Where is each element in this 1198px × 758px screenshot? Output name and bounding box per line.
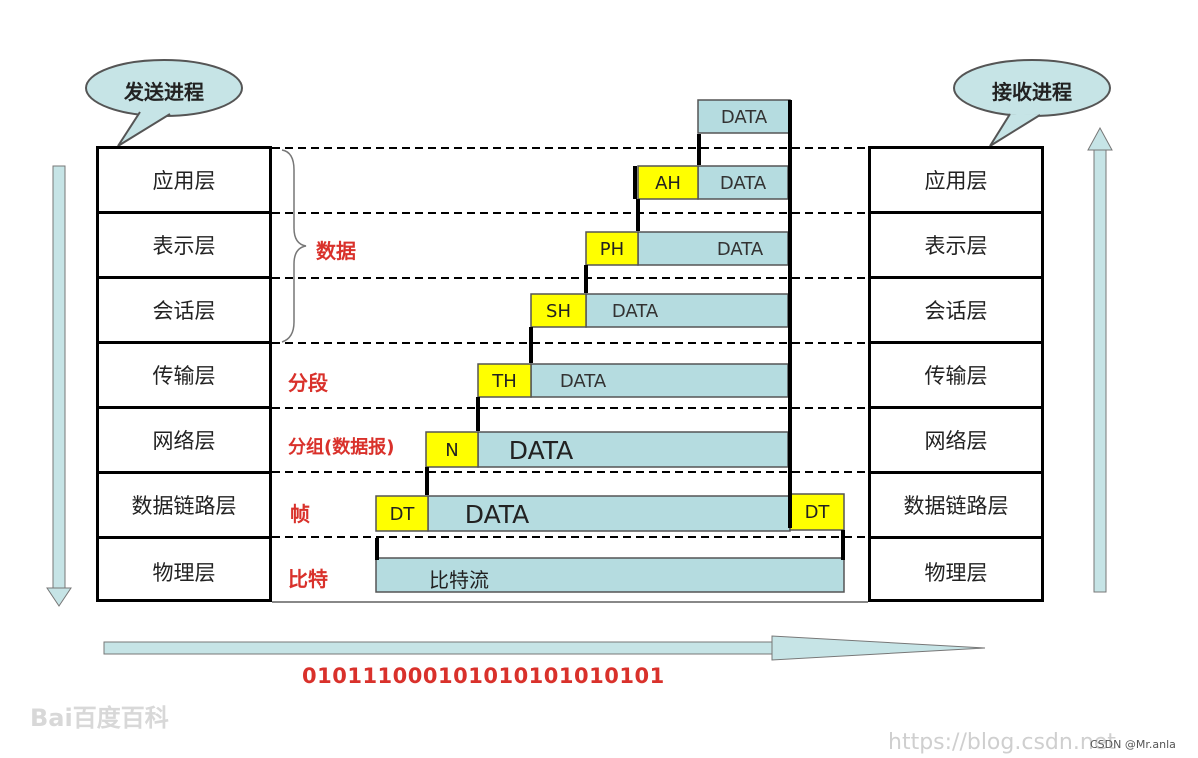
sender-title: 发送进程	[124, 80, 204, 104]
pdu-label-packet: 分组(数据报)	[288, 437, 395, 458]
step-connectors	[375, 100, 845, 560]
baidu-watermark: Bai百度百科	[30, 704, 169, 732]
dt-data-box	[427, 495, 791, 532]
th-header-box	[477, 363, 532, 398]
receiver-layer-presentation: 表示层	[871, 214, 1041, 279]
sender-layer-application: 应用层	[99, 149, 269, 214]
n-header-box	[425, 431, 479, 468]
dt-trailer-box	[789, 493, 845, 531]
ah-header-text: AH	[655, 173, 681, 194]
up-arrow-icon	[1087, 126, 1113, 593]
ah-data-text: DATA	[719, 173, 767, 194]
dt-trailer-text: DT	[804, 502, 830, 523]
pdu-label-data: 数据	[316, 239, 356, 263]
th-data-text: DATA	[559, 371, 607, 392]
receiver-layer-application: 应用层	[871, 149, 1041, 214]
receiver-layer-stack: 应用层 表示层 会话层 传输层 网络层 数据链路层 物理层	[868, 146, 1044, 602]
data-brace	[281, 149, 307, 343]
ah-data-box	[697, 165, 789, 200]
csdn-credit: CSDN @Mr.anla	[1090, 738, 1176, 751]
n-data-box	[477, 431, 789, 468]
pdu-label-frame: 帧	[290, 502, 310, 526]
sender-layer-presentation: 表示层	[99, 214, 269, 279]
receiver-layer-session: 会话层	[871, 279, 1041, 344]
layer-dashed-lines	[272, 147, 868, 603]
sender-layer-stack: 应用层 表示层 会话层 传输层 网络层 数据链路层 物理层	[96, 146, 272, 602]
sender-layer-network: 网络层	[99, 409, 269, 474]
receiver-title: 接收进程	[992, 80, 1072, 104]
receiver-layer-physical: 物理层	[924, 560, 988, 585]
bitstream-text: 比特流	[429, 568, 489, 592]
sender-layer-session: 会话层	[99, 279, 269, 344]
receiver-layer-transport: 传输层	[871, 344, 1041, 409]
app-data-text: DATA	[720, 107, 768, 128]
bitstream-box	[375, 557, 845, 593]
sh-header-box	[530, 293, 587, 328]
th-data-box	[530, 363, 789, 398]
receiver-layer-network: 网络层	[871, 409, 1041, 474]
sender-layer-transport: 传输层	[99, 344, 269, 409]
ph-header-text: PH	[599, 239, 625, 260]
pdu-label-bit: 比特	[288, 567, 328, 591]
dt-data-text: DATA	[464, 500, 530, 529]
ah-header-box	[637, 165, 699, 200]
dt-header-box	[375, 495, 429, 532]
bit-sequence: 010111000101010101010101	[302, 664, 665, 688]
receiver-layer-datalink: 数据链路层	[871, 474, 1041, 539]
sh-data-text: DATA	[611, 301, 659, 322]
n-data-text: DATA	[508, 436, 574, 465]
sender-layer-datalink: 数据链路层	[99, 474, 269, 539]
dt-header-text: DT	[389, 504, 415, 525]
pdu-label-segment: 分段	[288, 371, 328, 395]
url-watermark: https://blog.csdn.net	[888, 730, 1116, 755]
ph-data-text: DATA	[716, 239, 764, 260]
n-header-text: N	[445, 440, 459, 461]
th-header-text: TH	[492, 371, 517, 392]
app-data-box	[697, 99, 791, 134]
sender-layer-physical: 物理层	[152, 560, 216, 585]
right-arrow-icon	[103, 635, 986, 661]
receiver-bubble	[953, 59, 1111, 147]
ph-header-box	[585, 231, 639, 266]
down-arrow-icon	[46, 165, 72, 607]
sh-header-text: SH	[546, 301, 571, 322]
